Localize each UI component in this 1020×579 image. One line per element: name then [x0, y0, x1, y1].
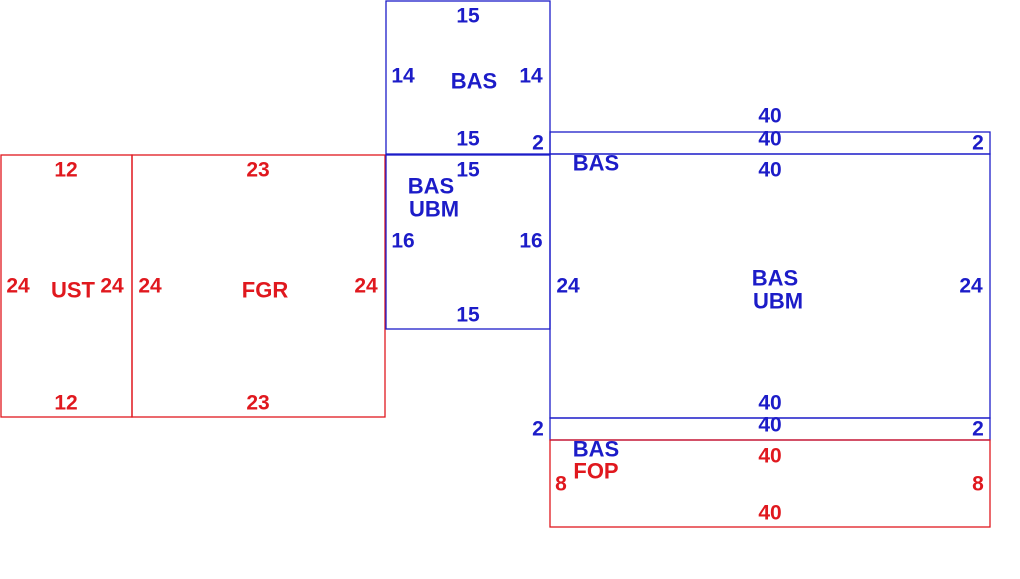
bas-fop-dim-left: 8 [555, 473, 567, 496]
bas-ubm-large-dim-top: 40 [758, 159, 781, 182]
bas-upper-label: BAS [451, 69, 497, 94]
ust-dim-right: 24 [100, 275, 124, 298]
bas-strip-top-dim-left: 2 [532, 132, 544, 155]
ust-label: UST [51, 278, 96, 303]
fgr-label: FGR [242, 278, 289, 303]
bas-upper-dim-left: 14 [391, 65, 415, 88]
bas-ubm-small-dim-bottom: 15 [456, 304, 480, 327]
bas-ubm-large-label-corner: BAS [573, 151, 619, 176]
bas-strip-top-dim-top: 40 [758, 105, 781, 128]
bas-ubm-large-dim-bottom: 40 [758, 392, 781, 415]
ust-dim-left: 24 [6, 275, 30, 298]
bas-ubm-large-dim-right: 24 [959, 275, 983, 298]
bas-ubm-small-dim-right: 16 [519, 230, 542, 253]
bas-strip-bottom-dim-top: 40 [758, 414, 781, 437]
fgr-dim-right: 24 [354, 275, 378, 298]
bas-fop-dim-bottom: 40 [758, 502, 781, 525]
fgr-dim-left: 24 [138, 275, 162, 298]
bas-ubm-large-label-1: BAS [752, 266, 798, 291]
ust-dim-bottom: 12 [54, 392, 77, 415]
bas-upper-dim-right: 14 [519, 65, 543, 88]
bas-strip-top-dim-right: 2 [972, 132, 984, 155]
bas-fop-outline[interactable] [549, 439, 991, 528]
bas-fop-dim-right: 8 [972, 473, 984, 496]
bas-upper-outline[interactable] [385, 0, 551, 155]
bas-strip-bottom-dim-right: 2 [972, 418, 984, 441]
bas-ubm-small-dim-top: 15 [456, 159, 480, 182]
bas-ubm-small-dim-left: 16 [391, 230, 414, 253]
bas-fop-label-2: FOP [573, 459, 618, 484]
bas-strip-top-dim-bottom: 40 [758, 128, 781, 151]
fgr-dim-bottom: 23 [246, 392, 269, 415]
bas-upper-dim-bottom: 15 [456, 128, 480, 151]
bas-fop-dim-top: 40 [758, 445, 781, 468]
bas-strip-bottom-dim-left: 2 [532, 418, 544, 441]
bas-ubm-large-dim-left: 24 [556, 275, 580, 298]
bas-upper-dim-top: 15 [456, 5, 480, 28]
bas-ubm-small-label-1: BAS [408, 174, 454, 199]
bas-ubm-small-label-2: UBM [409, 197, 459, 222]
bas-fop-label-1: BAS [573, 437, 619, 462]
fgr-outline[interactable] [131, 154, 386, 418]
bas-ubm-large-label-2: UBM [753, 289, 803, 314]
fgr-dim-top: 23 [246, 159, 269, 182]
ust-dim-top: 12 [54, 159, 77, 182]
